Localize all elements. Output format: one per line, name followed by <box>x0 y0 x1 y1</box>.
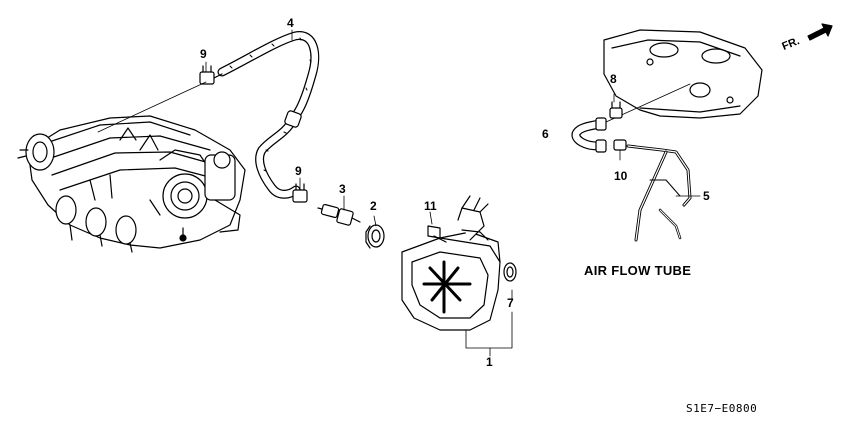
callout-11: 11 <box>424 199 437 213</box>
hose-clamp-8 <box>609 93 623 119</box>
intake-manifold-assembly <box>17 115 246 253</box>
front-arrow-icon <box>807 23 833 41</box>
leader-lines-left <box>97 29 377 227</box>
callout-9-top: 9 <box>200 47 207 61</box>
hose-clamp-9-top <box>199 65 223 85</box>
cylinder-head-cover <box>603 29 763 119</box>
callout-2: 2 <box>370 199 377 213</box>
flange-bolt <box>427 211 447 243</box>
pcv-grommet <box>365 224 385 249</box>
callout-4: 4 <box>287 16 294 30</box>
callout-10: 10 <box>614 169 628 183</box>
diagram-code: S1E7−E0800 <box>686 402 758 415</box>
callout-5: 5 <box>703 189 710 203</box>
o-ring <box>503 262 517 282</box>
callout-1: 1 <box>486 355 493 369</box>
callout-bracket-1 <box>465 289 513 357</box>
air-flow-tube-label: AIR FLOW TUBE <box>584 263 692 278</box>
callout-6: 6 <box>542 127 549 141</box>
breather-chamber <box>401 195 501 331</box>
callout-9-lower: 9 <box>295 164 302 178</box>
pcv-valve <box>317 203 361 226</box>
hose-clamp-10 <box>613 139 627 161</box>
callout-8: 8 <box>610 72 617 86</box>
air-flow-tube <box>626 144 701 242</box>
callout-7: 7 <box>507 296 514 310</box>
callout-3: 3 <box>339 182 346 196</box>
